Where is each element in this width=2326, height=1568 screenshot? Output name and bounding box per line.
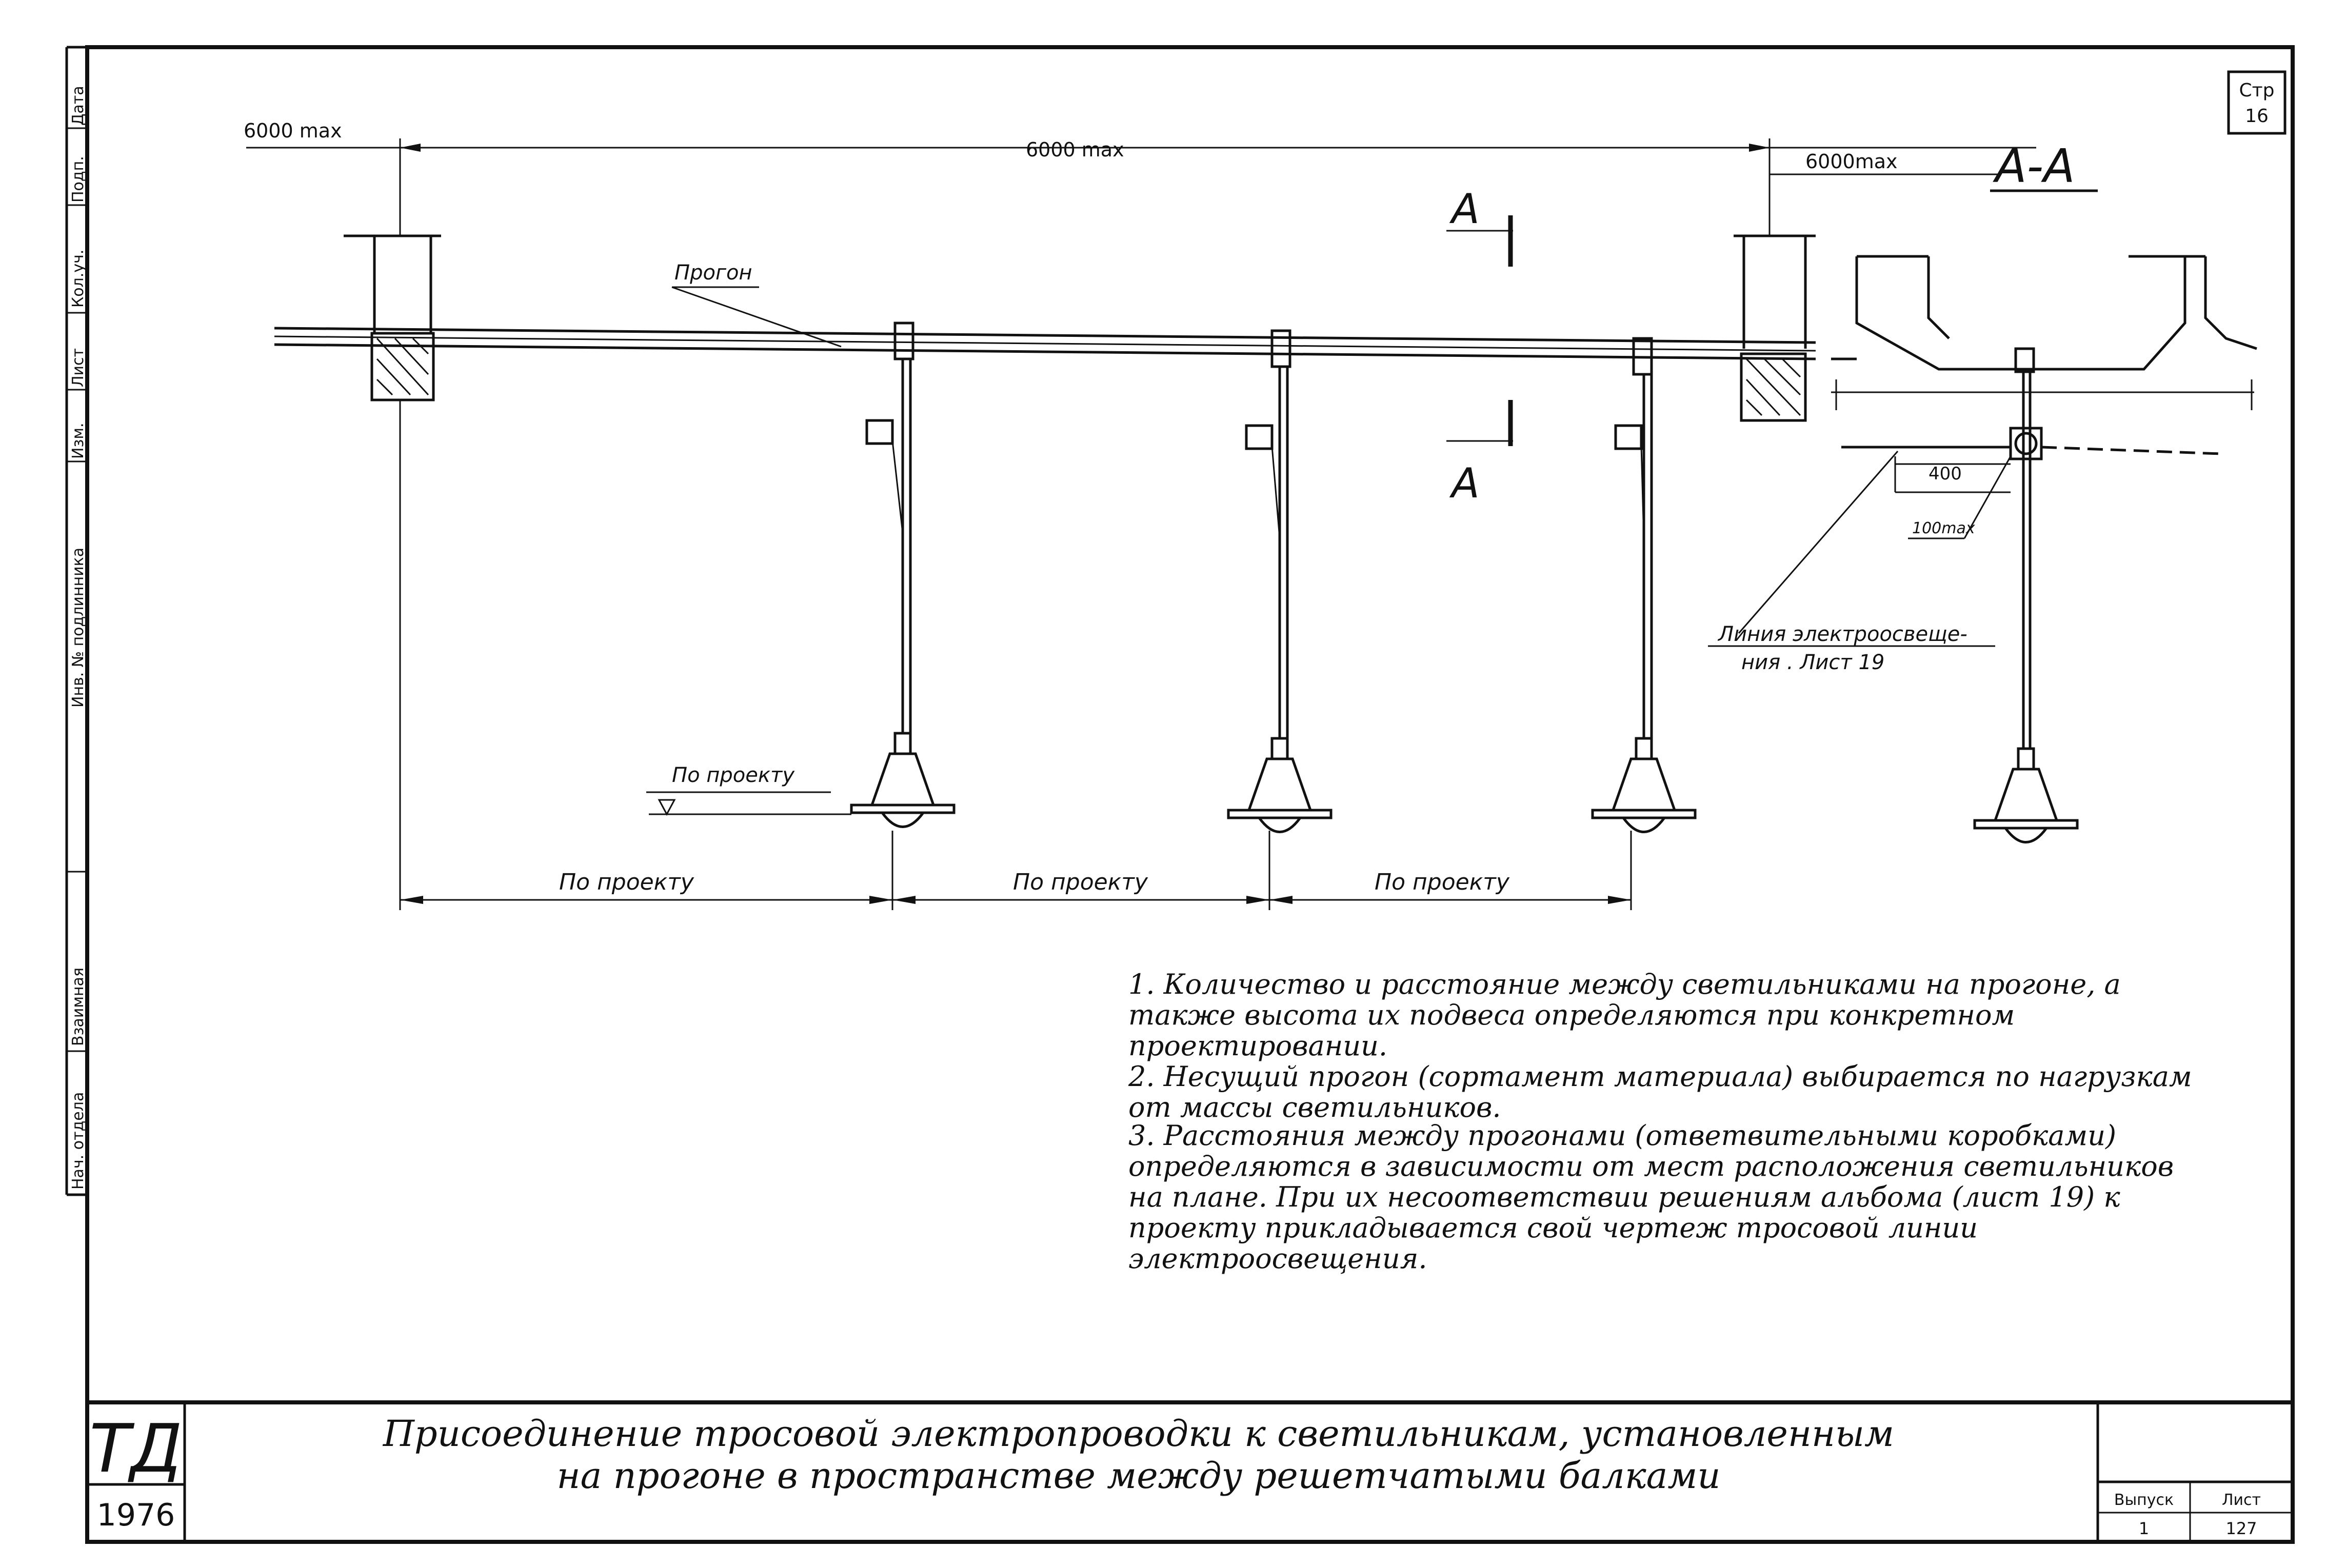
code-ТД: ТД bbox=[90, 1410, 183, 1487]
luminaire-3 bbox=[1591, 337, 1697, 833]
purlin-label: Прогон bbox=[674, 261, 752, 285]
bottom-dimension-2: По проекту bbox=[1013, 869, 1148, 895]
line-label-1: Линия электроосвеще- bbox=[1717, 622, 1967, 646]
left-span-dimension: 6000 max bbox=[244, 119, 342, 142]
section-luminaire bbox=[1973, 347, 2079, 843]
stamp-inventory: Инв. № подлинника bbox=[69, 547, 87, 708]
note-2: 2. Несущий прогон (сортамент материала) … bbox=[1128, 1060, 2192, 1123]
title-line-2: на прогоне в пространстве между решетчат… bbox=[556, 1455, 1721, 1497]
sheet-label: Лист bbox=[2222, 1491, 2261, 1509]
stamp-sheet: Лист bbox=[69, 348, 87, 387]
year: 1976 bbox=[97, 1497, 175, 1533]
section-mark-top: А bbox=[1449, 185, 1480, 233]
section-title: А-А bbox=[1993, 139, 2075, 193]
right-span-dimension: 6000max bbox=[1805, 150, 1898, 173]
section-trusses bbox=[1831, 255, 2257, 410]
line-label-2: ния . Лист 19 bbox=[1741, 651, 1884, 674]
luminaire-1 bbox=[850, 321, 956, 828]
note-1: 1. Количество и расстояние между светиль… bbox=[1128, 968, 2121, 1062]
stamp-qty: Кол.уч. bbox=[69, 249, 87, 308]
luminaire-2 bbox=[1227, 329, 1333, 833]
title-line-1: Присоединение тросовой электропроводки к… bbox=[383, 1413, 1895, 1455]
purlin-leader bbox=[671, 286, 842, 348]
height-mark-label: По проекту bbox=[672, 763, 795, 787]
section-dim-100: 100max bbox=[1912, 519, 1975, 537]
note-3: 3. Расстояния между прогонами (ответвите… bbox=[1128, 1119, 2174, 1275]
stamp-date: Дата bbox=[69, 86, 87, 126]
stamp-mutual: Взаимная bbox=[69, 967, 87, 1046]
left-column bbox=[344, 234, 441, 401]
section-dim-400: 400 bbox=[1929, 464, 1962, 484]
right-column bbox=[1734, 234, 1816, 422]
middle-span-dimension: 6000 max bbox=[1026, 138, 1124, 161]
sheet-frame bbox=[85, 45, 2295, 1544]
drawing-title: Присоединение тросовой электропроводки к… bbox=[190, 1413, 2088, 1497]
bottom-dimension-3: По проекту bbox=[1375, 869, 1510, 895]
issue-number: 1 bbox=[2139, 1519, 2149, 1538]
issue-label: Выпуск bbox=[2114, 1491, 2174, 1509]
stamp-signature: Подп. bbox=[69, 156, 87, 203]
page-number: 16 bbox=[2245, 106, 2269, 127]
page-label: Стр bbox=[2239, 80, 2275, 101]
purlin-beam bbox=[274, 327, 1816, 360]
section-mark-bottom: А bbox=[1449, 459, 1480, 507]
sheet-number: 127 bbox=[2225, 1519, 2257, 1538]
stamp-change: Изм. bbox=[69, 423, 87, 459]
page-number-box bbox=[2227, 70, 2287, 135]
bottom-dimension-1: По проекту bbox=[559, 869, 694, 895]
stamp-dept-head: Нач. отдела bbox=[69, 1092, 87, 1190]
